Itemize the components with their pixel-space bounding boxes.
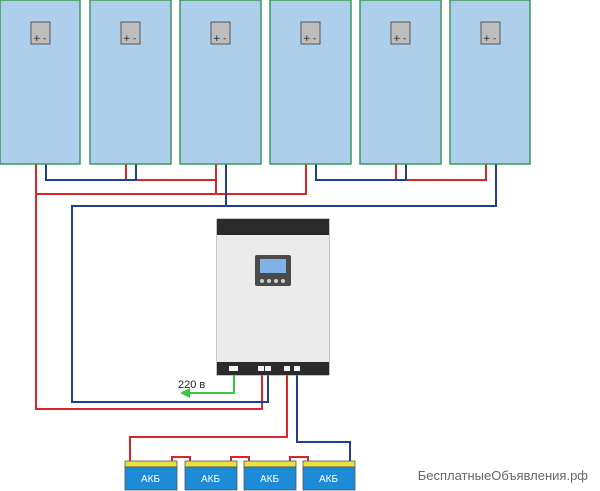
- battery-bank: АКБ АКБ АКБ АКБ: [124, 460, 356, 491]
- junction-box: [480, 21, 501, 45]
- display-screen: [260, 259, 286, 273]
- wiring: [35, 42, 497, 462]
- battery-top: [243, 460, 297, 468]
- battery-body: [184, 466, 238, 491]
- battery-label: АКБ: [319, 474, 338, 485]
- junction-box: [120, 21, 141, 45]
- positive-terminal-label: +: [393, 34, 401, 44]
- negative-terminal-label: -: [313, 34, 316, 44]
- battery-body: [124, 466, 178, 491]
- negative-terminal-label: -: [43, 34, 46, 44]
- inverter-top-cap: [217, 219, 329, 235]
- control-button: [274, 279, 278, 283]
- junction-box: [300, 21, 321, 45]
- battery-negative-wire: [296, 372, 351, 462]
- solar-panel: + -: [0, 0, 81, 165]
- positive-terminal-label: +: [123, 34, 131, 44]
- battery-label: АКБ: [141, 474, 160, 485]
- solar-panel: + -: [269, 0, 352, 165]
- ac-output-label: 220 в: [178, 379, 205, 391]
- pv-positive-port: [258, 366, 264, 371]
- junction-box: [210, 21, 231, 45]
- battery-top: [124, 460, 178, 468]
- junction-box: [30, 21, 51, 45]
- control-button: [281, 279, 285, 283]
- ac-output: 220 в: [178, 372, 235, 398]
- positive-terminal-label: +: [483, 34, 491, 44]
- control-button: [260, 279, 264, 283]
- battery-series-links: [171, 456, 309, 462]
- battery: АКБ: [184, 460, 238, 491]
- positive-terminal-label: +: [303, 34, 311, 44]
- ac-output-arrow: [180, 388, 190, 398]
- ac-output-port: [229, 366, 238, 371]
- battery-negative-port: [294, 366, 300, 371]
- battery-label: АКБ: [201, 474, 220, 485]
- inverter-front-face: [217, 235, 329, 362]
- positive-terminal-label: +: [213, 34, 221, 44]
- junction-box: [390, 21, 411, 45]
- battery-body: [302, 466, 356, 491]
- battery-body: [243, 466, 297, 491]
- solar-panel: + -: [89, 0, 172, 165]
- battery-label: АКБ: [260, 474, 279, 485]
- battery: АКБ: [124, 460, 178, 491]
- pv-negative-port: [265, 366, 271, 371]
- battery-positive-wire: [129, 372, 288, 462]
- ac-output-wire: [188, 372, 235, 394]
- battery: АКБ: [243, 460, 297, 491]
- solar-panels: + - + - + - + - + -: [0, 0, 531, 165]
- negative-terminal-label: -: [403, 34, 406, 44]
- control-button: [267, 279, 271, 283]
- solar-panel: + -: [359, 0, 442, 165]
- negative-terminal-label: -: [133, 34, 136, 44]
- positive-bus-wire: [35, 42, 487, 410]
- positive-terminal-label: +: [33, 34, 41, 44]
- solar-panel: + -: [179, 0, 262, 165]
- solar-panel: + -: [449, 0, 531, 165]
- battery-positive-port: [284, 366, 290, 371]
- negative-terminal-label: -: [493, 34, 496, 44]
- battery: АКБ: [302, 460, 356, 491]
- negative-terminal-label: -: [223, 34, 226, 44]
- battery-top: [302, 460, 356, 468]
- inverter: [216, 218, 330, 376]
- watermark: БесплатныеОбъявления.рф: [417, 468, 588, 483]
- inverter-bottom-cap: [217, 362, 329, 375]
- battery-top: [184, 460, 238, 468]
